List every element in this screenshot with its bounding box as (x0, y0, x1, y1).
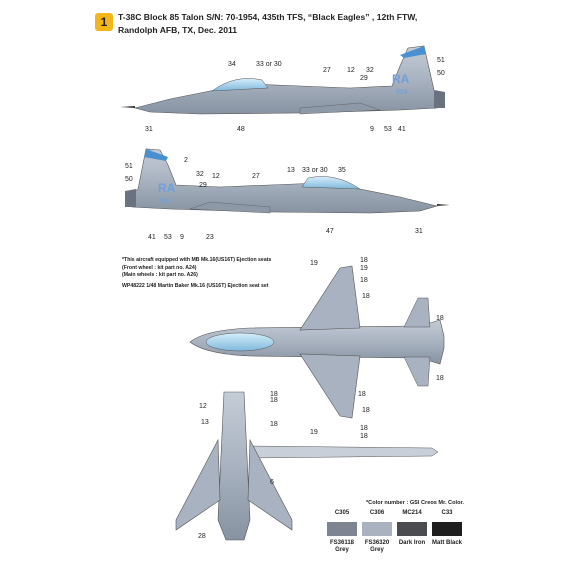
callout-plan-10: 19 (310, 429, 318, 436)
swatch-name-3: Matt Black (425, 540, 469, 547)
callout-plan-2: 19 (360, 265, 368, 272)
note-line-2: (Front wheel : kit part no. A24) (122, 264, 197, 271)
swatch-name-1: FS36320 Grey (355, 540, 399, 554)
swatch-code-3: C33 (441, 510, 453, 516)
callout-side2-13: 23 (206, 234, 214, 241)
callout-bottom-1: 13 (201, 419, 209, 426)
callout-side2-10: 41 (148, 234, 156, 241)
callout-side2-14: 47 (326, 228, 334, 235)
callout-side2-12: 9 (180, 234, 184, 241)
title-line-2: Randolph AFB, TX, Dec. 2011 (118, 25, 238, 35)
swatch-name-1-line1: FS36320 (364, 540, 390, 546)
callout-side2-2: 32 (196, 171, 204, 178)
callout-side2-1: 2 (184, 157, 188, 164)
callout-plan-12: 18 (360, 433, 368, 440)
callout-top-7: 50 (437, 70, 445, 77)
callout-side2-8: 33 or 30 (302, 167, 328, 174)
profile-number-badge: 1 (95, 13, 113, 31)
swatch-name-2: Dark Iron (390, 540, 434, 547)
callout-side2-6: 27 (252, 173, 260, 180)
swatch-matt-black (432, 522, 462, 536)
note-line-1: *This aircraft equipped with MB Mk.16(US… (122, 257, 272, 263)
callout-top-3: 12 (347, 67, 355, 74)
callout-plan-1: 18 (360, 257, 368, 264)
callout-top-4: 32 (366, 67, 374, 74)
callout-plan-9: 18 (362, 407, 370, 414)
swatch-fs36320 (362, 522, 392, 536)
side-view-right-profile: RA 954 51 2 32 50 29 12 27 13 33 or 30 3… (125, 148, 450, 241)
callout-side2-15: 31 (415, 228, 423, 235)
callout-side2-3: 50 (125, 176, 133, 183)
callout-side2-9: 35 (338, 167, 346, 174)
callout-side2-11: 53 (164, 234, 172, 241)
callout-top-5: 29 (360, 75, 368, 82)
swatch-name-1-line2: Grey (370, 547, 384, 553)
callout-bottom-0: 12 (199, 403, 207, 410)
callout-side2-5: 12 (212, 173, 220, 180)
callout-top-12: 41 (398, 126, 406, 133)
profile-title: T-38C Block 85 Talon S/N: 70-1954, 435th… (118, 11, 417, 37)
callout-plan-7: 18 (270, 391, 278, 398)
swatch-name-2-line1: Dark Iron (398, 540, 426, 546)
swatch-dark-iron (397, 522, 427, 536)
swatch-name-3-line1: Matt Black (431, 540, 462, 546)
swatch-code-1: C306 (369, 510, 385, 516)
callout-top-9: 48 (237, 126, 245, 133)
callout-plan-6: 18 (436, 375, 444, 382)
ejection-seat-note: *This aircraft equipped with MB Mk.16(US… (122, 257, 271, 290)
swatch-fs36118 (327, 522, 357, 536)
swatch-name-0: FS36118 Grey (320, 540, 364, 554)
swatch-code-2: MC214 (402, 510, 422, 516)
tail-code-right: RA (158, 181, 176, 195)
callout-plan-0: 19 (310, 260, 318, 267)
callout-bottom-2: 18 (270, 397, 278, 404)
callout-top-10: 9 (370, 126, 374, 133)
swatch-code-0: C305 (334, 510, 350, 516)
callout-bottom-5: 6 (270, 479, 274, 486)
callout-top-8: 31 (145, 126, 153, 133)
tail-code-left: RA (392, 72, 410, 86)
note-line-4: WP48222 1/48 Martin Baker Mk.16 (US16T) … (122, 282, 269, 289)
color-note: *Color number : GSI Creos Mr. Color. (366, 500, 464, 506)
plan-view-top: 19 18 19 18 18 18 18 18 18 18 19 18 18 (189, 257, 445, 440)
tail-serial-right: 954 (160, 198, 172, 205)
callout-plan-3: 18 (360, 277, 368, 284)
swatch-name-0-line1: FS36118 (329, 540, 355, 546)
callout-plan-11: 18 (360, 425, 368, 432)
callout-top-1: 33 or 30 (256, 61, 282, 68)
callout-plan-4: 18 (362, 293, 370, 300)
callout-side2-7: 13 (287, 167, 295, 174)
callout-top-6: 51 (437, 57, 445, 64)
callout-top-11: 53 (384, 126, 392, 133)
note-line-3: (Main wheels : kit part no. A26) (122, 272, 198, 278)
title-line-1: T-38C Block 85 Talon S/N: 70-1954, 435th… (118, 12, 418, 22)
tail-serial-left: 954 (396, 89, 408, 96)
callout-side2-0: 51 (125, 163, 133, 170)
callout-side2-4: 29 (199, 182, 207, 189)
plan-view-bottom: 12 13 18 18 28 6 (175, 391, 439, 541)
callout-top-2: 27 (323, 67, 331, 74)
callout-bottom-3: 18 (270, 421, 278, 428)
swatch-name-0-line2: Grey (335, 547, 349, 553)
callout-plan-5: 18 (436, 315, 444, 322)
callout-top-0: 34 (228, 61, 236, 68)
side-view-left-profile: RA 954 34 33 or 30 27 12 32 29 51 50 31 … (120, 45, 445, 133)
callout-bottom-4: 28 (198, 533, 206, 540)
callout-plan-8: 18 (358, 391, 366, 398)
